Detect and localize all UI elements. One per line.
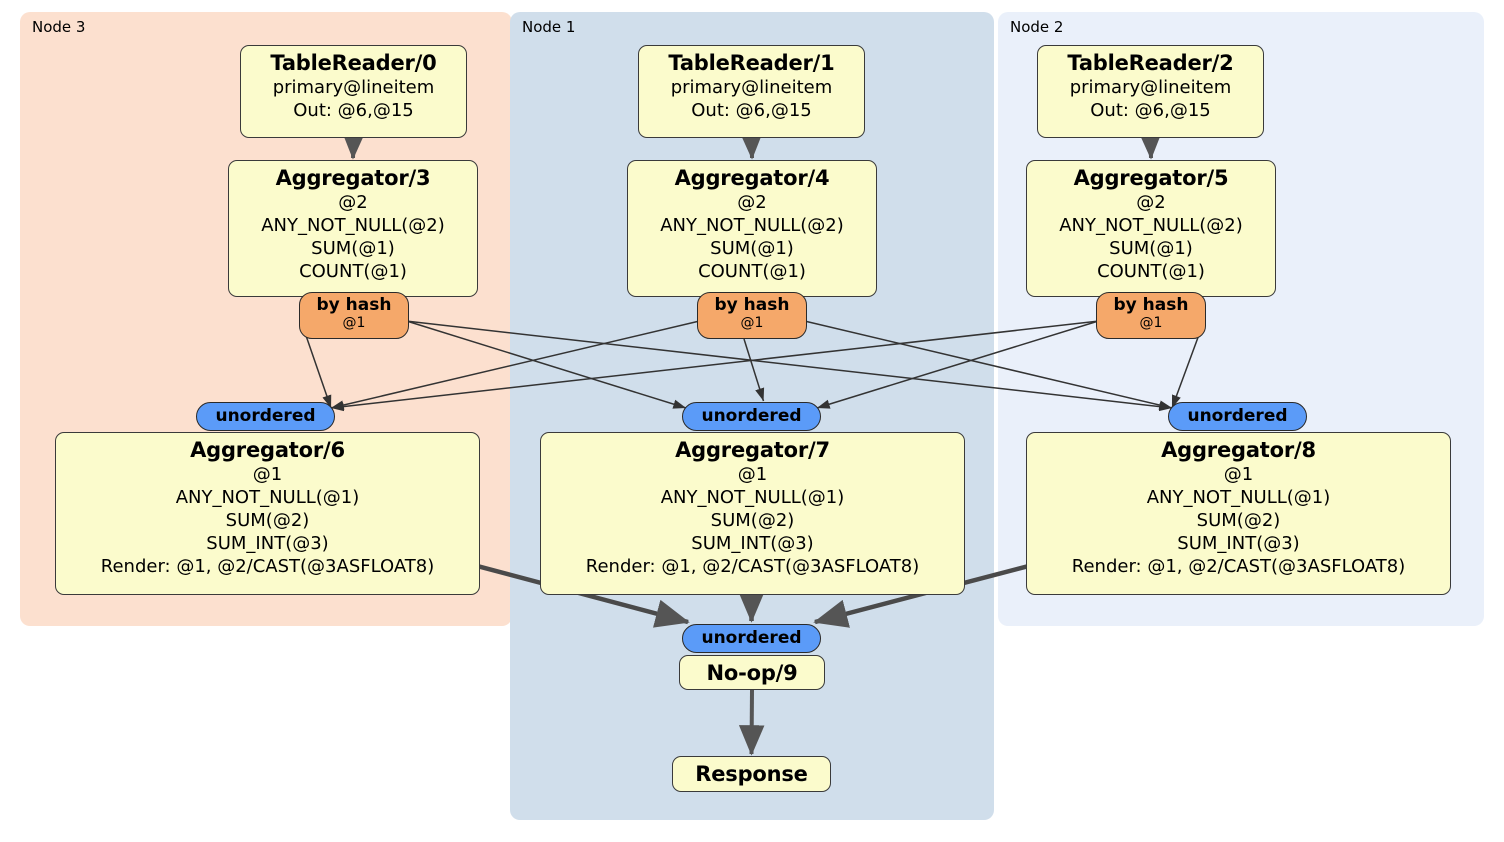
plan-box-line: primary@lineitem: [670, 77, 833, 98]
plan-box-title: TableReader/1: [668, 51, 835, 75]
plan-box-title: Response: [695, 762, 808, 786]
plan-pill-sublabel: @1: [1139, 315, 1163, 331]
plan-box-line: SUM(@2): [710, 510, 795, 531]
plan-pill-unord7[interactable]: unordered: [682, 402, 821, 431]
plan-box-line: Render: @1, @2/CAST(@3ASFLOAT8): [1071, 556, 1406, 577]
plan-box-title: Aggregator/7: [675, 438, 830, 462]
plan-box-line: SUM(@1): [1109, 238, 1193, 259]
plan-pill-sublabel: @1: [342, 315, 366, 331]
plan-box-line: Out: @6,@15: [1090, 100, 1211, 121]
plan-pill-label: unordered: [215, 406, 316, 426]
plan-box-line: @1: [737, 464, 768, 485]
plan-box-line: ANY_NOT_NULL(@2): [261, 215, 445, 236]
plan-pill-label: by hash: [714, 295, 790, 315]
node-panel-label-node2: Node 2: [1010, 18, 1064, 36]
plan-box-line: @2: [1136, 192, 1166, 213]
plan-box-line: SUM_INT(@3): [206, 533, 329, 554]
plan-box-title: Aggregator/6: [190, 438, 345, 462]
plan-box-noop9[interactable]: No-op/9: [679, 655, 825, 690]
plan-pill-unord9[interactable]: unordered: [682, 624, 821, 653]
plan-box-line: COUNT(@1): [1097, 261, 1205, 282]
plan-box-title: Aggregator/8: [1161, 438, 1316, 462]
plan-box-line: Render: @1, @2/CAST(@3ASFLOAT8): [100, 556, 435, 577]
plan-pill-label: by hash: [316, 295, 392, 315]
plan-box-title: No-op/9: [706, 660, 798, 685]
plan-box-title: TableReader/0: [270, 51, 437, 75]
plan-pill-hash3[interactable]: by hash@1: [299, 292, 409, 339]
plan-box-line: ANY_NOT_NULL(@2): [660, 215, 844, 236]
plan-pill-label: by hash: [1113, 295, 1189, 315]
plan-pill-unord6[interactable]: unordered: [196, 402, 335, 431]
plan-box-line: primary@lineitem: [1069, 77, 1232, 98]
node-panel-label-node1: Node 1: [522, 18, 576, 36]
plan-box-line: COUNT(@1): [698, 261, 806, 282]
plan-box-line: Out: @6,@15: [691, 100, 812, 121]
plan-box-line: SUM(@1): [311, 238, 395, 259]
plan-box-line: SUM(@2): [225, 510, 310, 531]
plan-box-line: ANY_NOT_NULL(@1): [175, 487, 360, 508]
plan-box-title: TableReader/2: [1067, 51, 1234, 75]
plan-box-line: ANY_NOT_NULL(@2): [1059, 215, 1243, 236]
plan-box-title: Aggregator/4: [674, 166, 830, 190]
plan-box-response[interactable]: Response: [672, 756, 831, 792]
plan-pill-hash4[interactable]: by hash@1: [697, 292, 807, 339]
plan-box-line: @2: [737, 192, 767, 213]
plan-box-line: SUM_INT(@3): [691, 533, 814, 554]
plan-box-title: Aggregator/3: [275, 166, 431, 190]
plan-pill-label: unordered: [701, 628, 802, 648]
plan-pill-hash5[interactable]: by hash@1: [1096, 292, 1206, 339]
plan-pill-label: unordered: [701, 406, 802, 426]
plan-box-line: @1: [252, 464, 283, 485]
plan-box-line: Render: @1, @2/CAST(@3ASFLOAT8): [585, 556, 920, 577]
plan-pill-sublabel: @1: [740, 315, 764, 331]
plan-box-line: SUM_INT(@3): [1177, 533, 1300, 554]
node-panel-label-node3: Node 3: [32, 18, 86, 36]
plan-box-line: SUM(@2): [1196, 510, 1281, 531]
plan-box-line: COUNT(@1): [299, 261, 407, 282]
plan-pill-unord8[interactable]: unordered: [1168, 402, 1307, 431]
plan-box-line: ANY_NOT_NULL(@1): [1146, 487, 1331, 508]
plan-box-title: Aggregator/5: [1073, 166, 1229, 190]
plan-box-line: @1: [1223, 464, 1254, 485]
plan-box-line: primary@lineitem: [272, 77, 435, 98]
plan-box-line: @2: [338, 192, 368, 213]
plan-pill-label: unordered: [1187, 406, 1288, 426]
plan-box-line: Out: @6,@15: [293, 100, 414, 121]
plan-box-line: ANY_NOT_NULL(@1): [660, 487, 845, 508]
plan-box-line: SUM(@1): [710, 238, 794, 259]
